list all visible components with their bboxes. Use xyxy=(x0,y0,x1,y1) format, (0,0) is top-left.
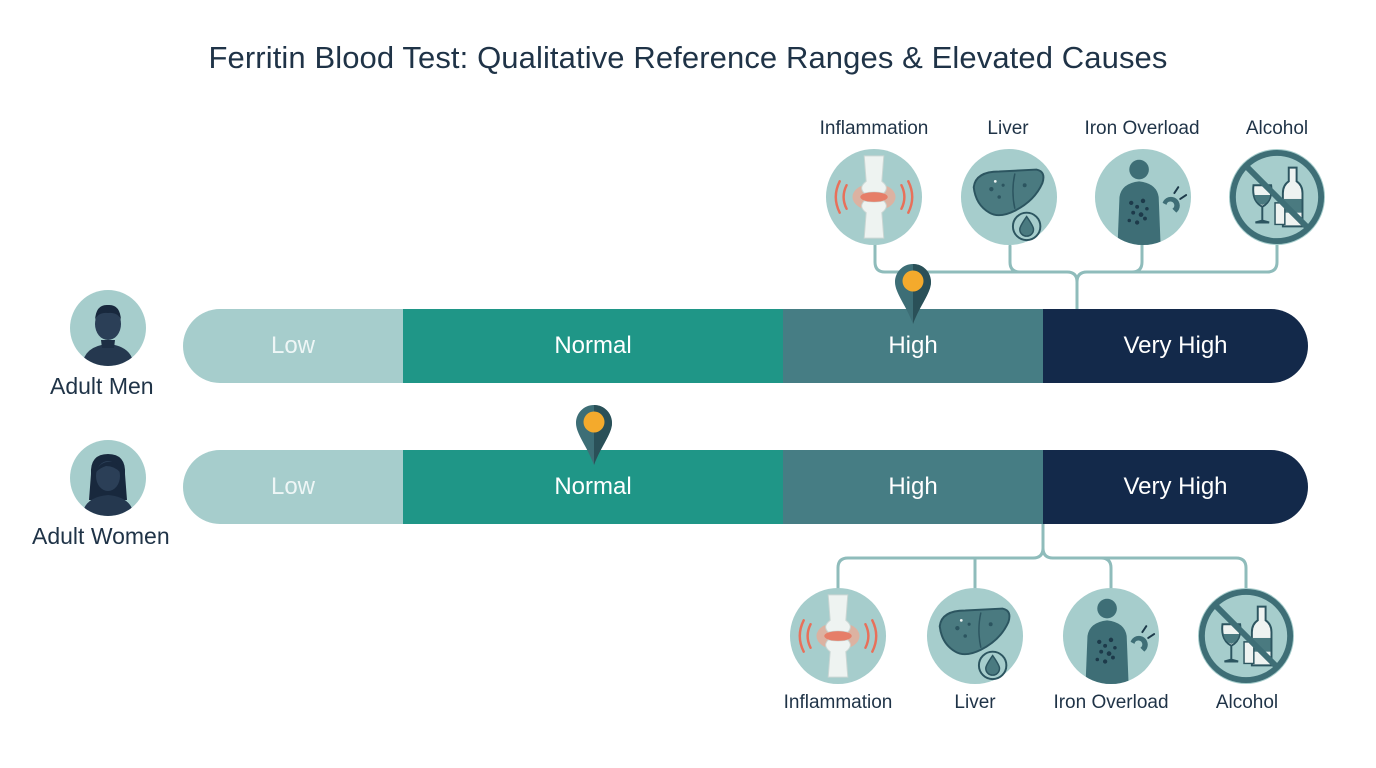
connector-bottom-iron xyxy=(1051,556,1113,590)
cause-label-iron-overload: Iron Overload xyxy=(1053,692,1169,713)
iron-overload-body-icon xyxy=(1062,587,1160,685)
cause-label-inflammation: Inflammation xyxy=(783,692,893,713)
cause-label-inflammation: Inflammation xyxy=(819,118,929,139)
segment-low: Low xyxy=(183,309,403,383)
liver-icon xyxy=(960,148,1058,246)
no-alcohol-icon xyxy=(1228,148,1326,246)
segment-low: Low xyxy=(183,450,403,524)
row-label-adult-women: Adult Women xyxy=(32,523,170,549)
cause-label-alcohol: Alcohol xyxy=(1245,118,1309,139)
segment-high: High xyxy=(783,450,1043,524)
iron-overload-body-icon xyxy=(1094,148,1192,246)
page-title: Ferritin Blood Test: Qualitative Referen… xyxy=(208,40,1168,75)
cause-label-liver: Liver xyxy=(954,692,996,713)
inflamed-joint-icon xyxy=(825,148,923,246)
connector-bottom-alcohol xyxy=(1099,556,1248,592)
segment-very-high: Very High xyxy=(1043,309,1308,383)
range-bar-adult-women: Low Normal High Very High xyxy=(183,450,1308,524)
no-alcohol-icon xyxy=(1197,587,1295,685)
row-label-adult-men: Adult Men xyxy=(50,373,154,399)
segment-very-high: Very High xyxy=(1043,450,1308,524)
liver-icon xyxy=(926,587,1024,685)
inflamed-joint-icon xyxy=(789,587,887,685)
connector-top-liver xyxy=(1008,244,1022,274)
connector-top-iron xyxy=(1075,238,1144,284)
man-avatar-icon xyxy=(70,290,146,366)
cause-label-liver: Liver xyxy=(987,118,1029,139)
cause-label-alcohol: Alcohol xyxy=(1215,692,1279,713)
level-marker-pin-women xyxy=(575,404,613,466)
level-marker-pin-men xyxy=(894,263,932,325)
cause-label-iron-overload: Iron Overload xyxy=(1084,118,1200,139)
connector-bottom-inflammation xyxy=(836,546,1045,590)
woman-avatar-icon xyxy=(70,440,146,516)
range-bar-adult-men: Low Normal High Very High xyxy=(183,309,1308,383)
connector-top-alcohol xyxy=(1130,242,1279,274)
connector-bottom-trunk xyxy=(1041,520,1055,560)
segment-normal: Normal xyxy=(403,309,783,383)
